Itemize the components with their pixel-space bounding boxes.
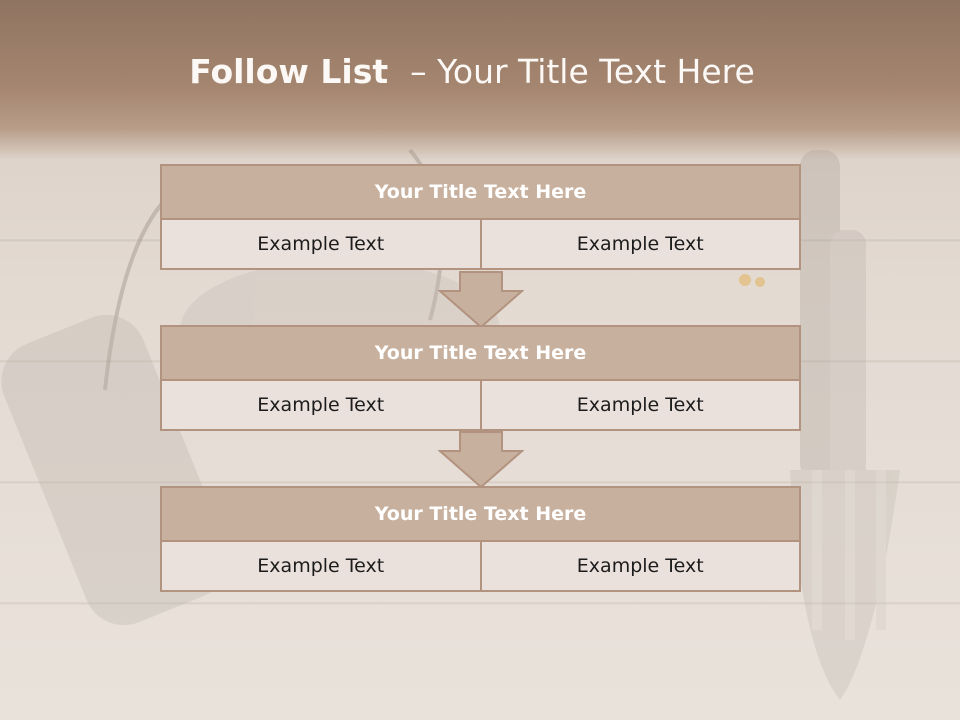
slide-title-strong: Follow List bbox=[189, 52, 400, 91]
list-block-1: Your Title Text Here Example Text Exampl… bbox=[160, 164, 801, 270]
list-block-2: Your Title Text Here Example Text Exampl… bbox=[160, 325, 801, 431]
block-cell-left: Example Text bbox=[160, 542, 482, 592]
block-title: Your Title Text Here bbox=[160, 164, 801, 220]
title-banner bbox=[0, 0, 960, 160]
slide-title: Follow List – Your Title Text Here bbox=[0, 52, 944, 91]
block-cell-right: Example Text bbox=[481, 542, 801, 592]
slide-title-rest: – Your Title Text Here bbox=[399, 52, 755, 91]
block-cell-right: Example Text bbox=[481, 381, 801, 431]
block-row: Example Text Example Text bbox=[160, 542, 801, 592]
list-block-3: Your Title Text Here Example Text Exampl… bbox=[160, 486, 801, 592]
down-arrow-icon bbox=[438, 271, 524, 329]
block-row: Example Text Example Text bbox=[160, 220, 801, 270]
block-cell-right: Example Text bbox=[481, 220, 801, 270]
block-cell-left: Example Text bbox=[160, 220, 482, 270]
block-cell-left: Example Text bbox=[160, 381, 482, 431]
block-title: Your Title Text Here bbox=[160, 486, 801, 542]
block-row: Example Text Example Text bbox=[160, 381, 801, 431]
block-title: Your Title Text Here bbox=[160, 325, 801, 381]
down-arrow-icon bbox=[438, 431, 524, 489]
